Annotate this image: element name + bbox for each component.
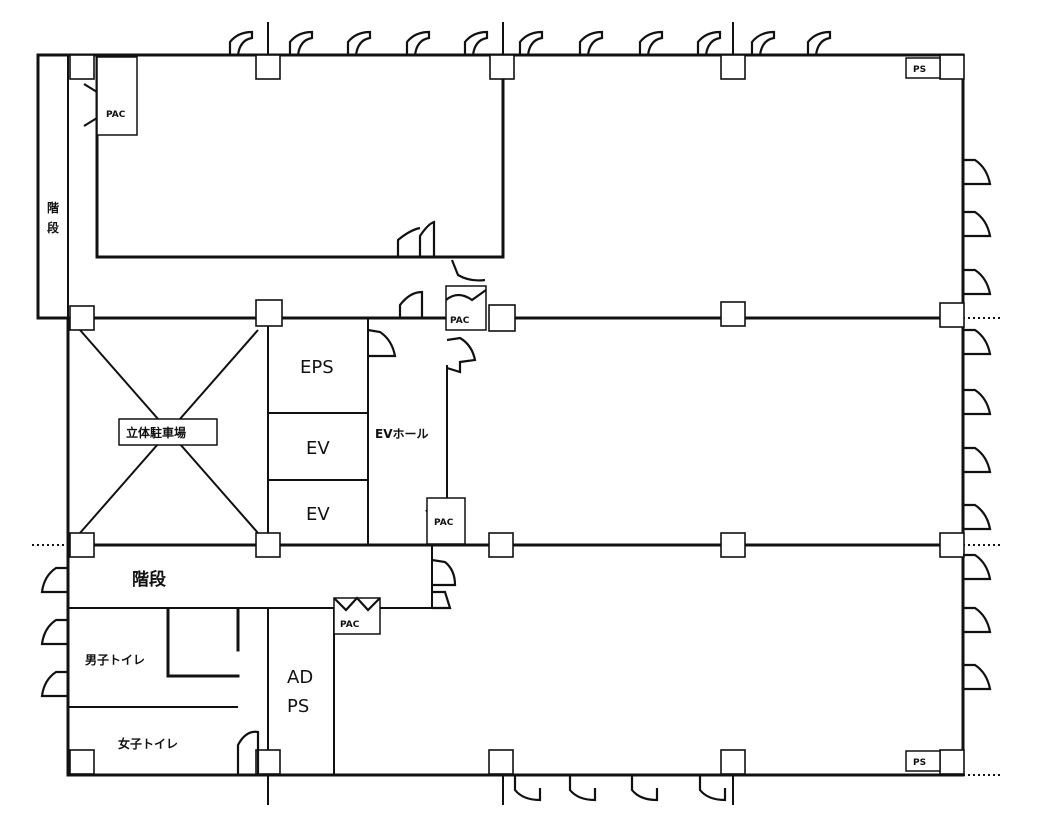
column [720, 54, 746, 80]
column [488, 749, 514, 775]
column [939, 749, 965, 775]
column [69, 305, 95, 331]
adps-label-ps: PS [287, 696, 309, 717]
column [939, 302, 965, 328]
column [255, 532, 281, 558]
bottom-doors [513, 775, 727, 802]
column [720, 749, 746, 775]
column [255, 749, 281, 775]
stairs-upper-label: 階 段 [47, 200, 80, 235]
ev-hall-label: EVホール [375, 427, 429, 441]
pac-core-bottom-unit: PAC [426, 497, 466, 545]
column [255, 54, 281, 80]
ps-top-unit: PS [905, 57, 941, 79]
column [720, 532, 746, 558]
stairs-lower-label: 階段 [132, 569, 166, 590]
grid-extensions [32, 22, 1000, 805]
column [939, 532, 965, 558]
column [255, 299, 283, 327]
adps-label-ad: AD [287, 667, 313, 688]
mens-toilet-label: 男子トイレ [85, 653, 145, 667]
interior-walls [36, 53, 965, 775]
parking-label-box: 立体駐車場 [118, 418, 218, 446]
eps-label: EPS [300, 357, 334, 378]
ev2-label: EV [306, 504, 330, 525]
outer-walls [36, 53, 965, 777]
ev1-label: EV [306, 438, 330, 459]
womens-toilet-label: 女子トイレ [118, 736, 178, 751]
column [939, 54, 965, 80]
pac-top-label: PAC [106, 110, 126, 120]
column [69, 532, 95, 558]
pac-core-top-unit: PAC [445, 285, 487, 331]
ps-bottom-label: PS [913, 758, 926, 768]
top-doors [228, 30, 832, 56]
column [720, 301, 746, 327]
column [69, 749, 95, 775]
right-doors [963, 158, 992, 691]
parking-label: 立体駐車場 [126, 425, 186, 440]
ps-top-label: PS [913, 65, 926, 75]
pac-adps-label: PAC [340, 620, 360, 630]
ps-bottom-unit: PS [905, 750, 941, 772]
column [488, 304, 516, 332]
pac-adps-unit: PAC [333, 596, 381, 635]
column [69, 54, 95, 80]
left-doors [40, 566, 68, 698]
pac-top-unit: PAC [83, 56, 138, 136]
pac-core-top-label: PAC [450, 316, 470, 326]
column [488, 532, 514, 558]
pac-core-bottom-label: PAC [434, 518, 454, 528]
columns [69, 54, 965, 775]
column [489, 54, 515, 80]
